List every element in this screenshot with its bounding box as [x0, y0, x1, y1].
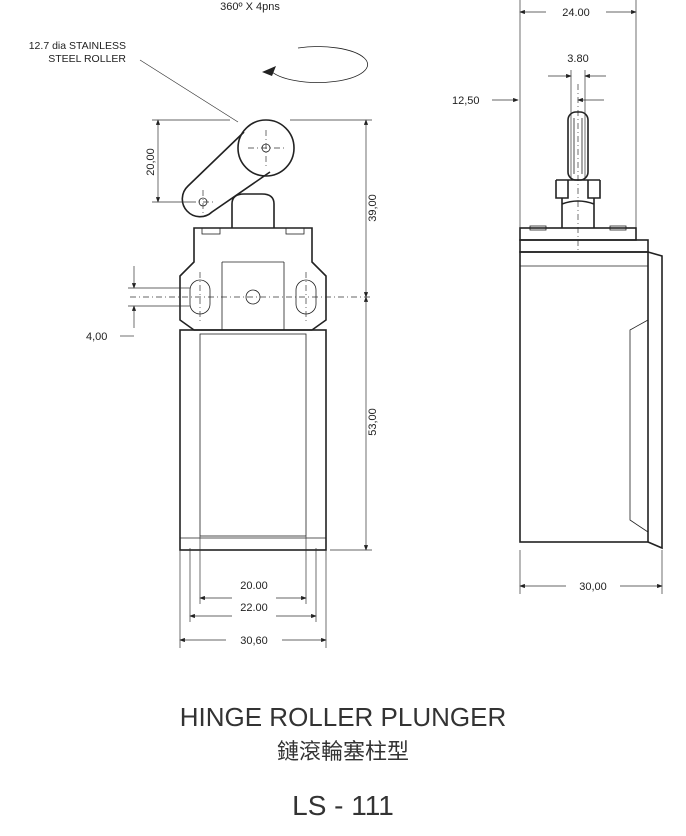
switch-body: [179, 329, 327, 551]
dim-total-width: 30,60: [240, 635, 268, 647]
roller-note-leader: [139, 59, 239, 123]
roller-note-line1: 12.7 dia STAINLESS: [29, 40, 126, 52]
rotation-label: 360º X 4pns: [220, 1, 280, 13]
dim-roller-width: 3.80: [567, 53, 588, 65]
roller-note-line2: STEEL ROLLER: [48, 53, 126, 65]
model-number: LS - 111: [292, 790, 394, 821]
rotation-arrow: [262, 46, 369, 83]
dim-body-height: 53,00: [367, 408, 379, 436]
front-view: 360º X 4pns 12.7 dia STAINLESS STEEL ROL…: [29, 1, 379, 648]
side-body: [519, 251, 649, 543]
dim-upper-height: 39,00: [367, 194, 379, 222]
product-title: HINGE ROLLER PLUNGER: [179, 702, 507, 732]
roller: [237, 119, 295, 177]
product-title-chinese: 鏈滾輪塞柱型: [276, 740, 409, 765]
dim-mid-width: 22.00: [240, 602, 268, 614]
switch-head: [179, 227, 327, 331]
dim-slot: 4,00: [86, 331, 107, 343]
body-cover: [199, 333, 307, 537]
side-view: 24.00 3.80 12,50 30,00: [452, 0, 663, 594]
lever-arm: [181, 131, 271, 218]
dim-inner-width: 20.00: [240, 580, 268, 592]
dim-top-width: 24.00: [562, 7, 590, 19]
dim-body-width: 30,00: [579, 581, 607, 593]
dim-lever-height: 20,00: [145, 148, 157, 176]
plunger: [231, 193, 275, 228]
dim-roller-offset: 12,50: [452, 95, 480, 107]
